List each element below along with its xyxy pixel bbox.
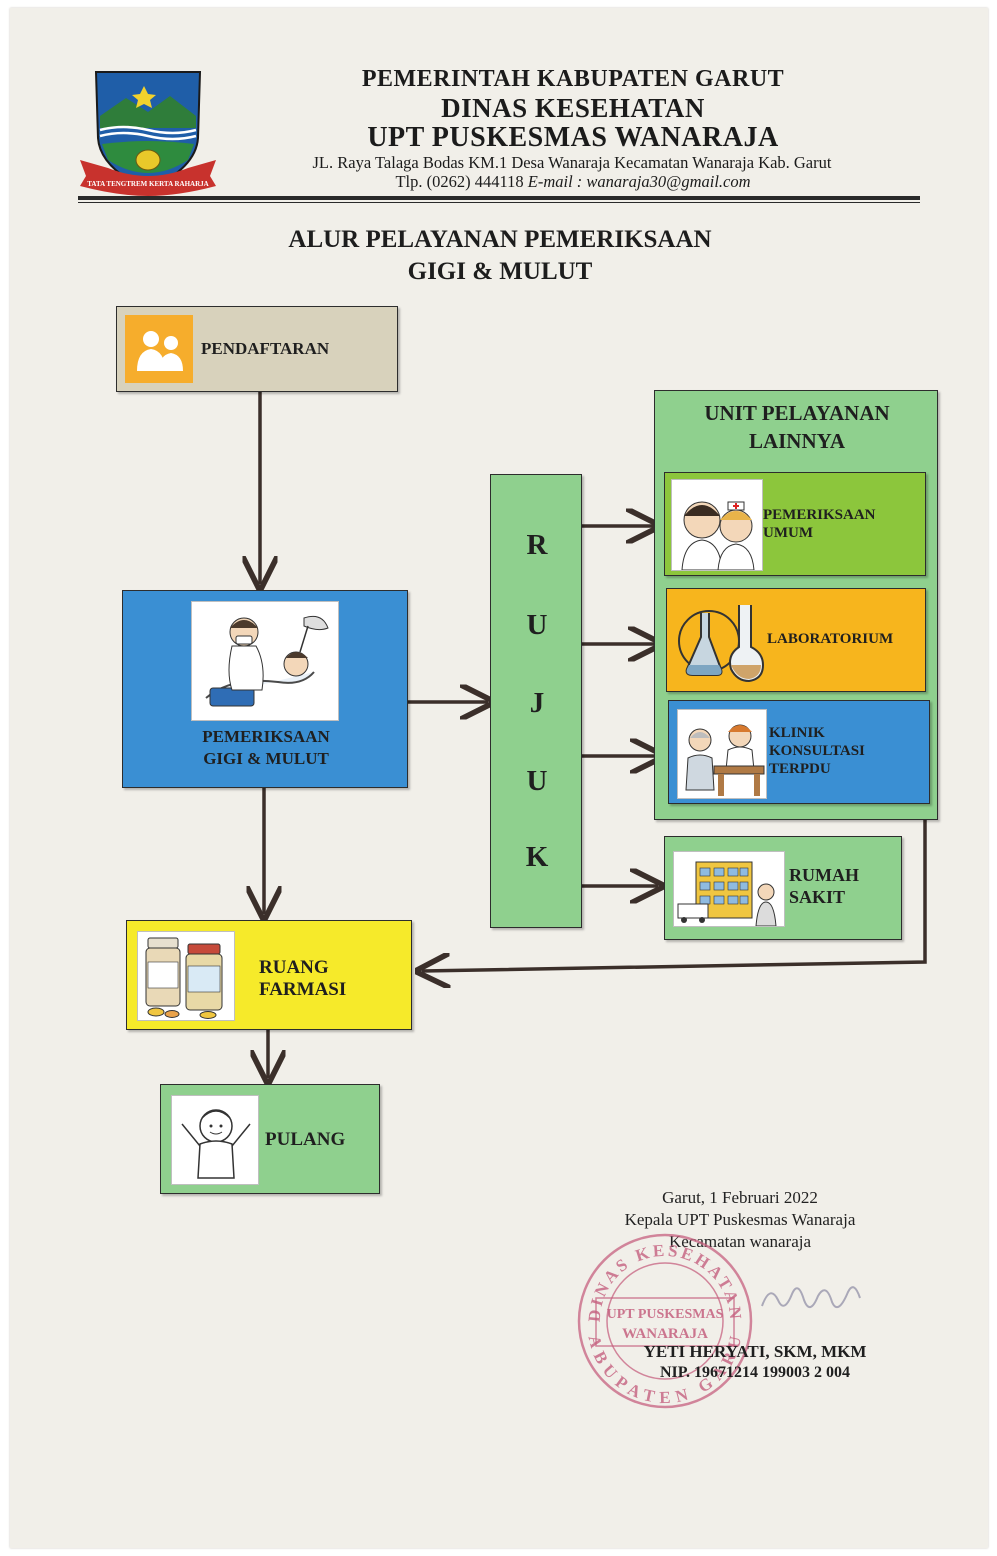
medicine-bottles-illustration [137,931,235,1021]
header-phone: Tlp. (0262) 444118 [395,172,524,191]
ruang-farmasi-label-1: RUANG [259,957,329,978]
node-pemeriksaan-gigi-mulut: PEMERIKSAAN GIGI & MULUT [122,590,408,788]
header-email: wanaraja30@gmail.com [586,172,751,191]
logo-ribbon-text: TATA TENGTREM KERTA RAHARJA [87,180,208,188]
node-laboratorium: LABORATORIUM [666,588,926,692]
arrow-unit-to-farmasi [422,818,927,971]
pemeriksaan-umum-label-2: UMUM [763,525,813,541]
node-pendaftaran: PENDAFTARAN [116,306,398,392]
pemeriksaan-umum-label-1: PEMERIKSAAN [763,507,876,523]
node-klinik-konsultasi: KLINIK KONSULTASI TERPDU [668,700,930,804]
ruang-farmasi-label-2: FARMASI [259,979,347,1000]
signatory-nip: NIP. 19671214 199003 2 004 [659,1364,851,1381]
header-address: JL. Raya Talaga Bodas KM.1 Desa Wanaraja… [312,153,832,172]
node-rujuk: R U J U K [490,474,582,928]
klinik-label-3: TERPDU [769,761,831,777]
header-line-1: PEMERINTAH KABUPATEN GARUT [361,66,785,92]
node-rumah-sakit: RUMAH SAKIT [664,836,902,940]
header-line-3: UPT PUSKESMAS WANARAJA [367,122,779,153]
rujuk-letter-k: K [525,841,549,873]
header-email-label: E-mail : [527,172,583,191]
signature-position-1: Kepala UPT Puskesmas Wanaraja [624,1210,856,1229]
laboratorium-label: LABORATORIUM [767,631,894,647]
kabupaten-garut-logo: TATA TENGTREM KERTA RAHARJA [78,68,218,196]
pemeriksaan-gigi-label-2: GIGI & MULUT [203,749,329,768]
node-ruang-farmasi: RUANG FARMASI [126,920,412,1030]
header-divider-thin [78,202,920,203]
pendaftaran-label: PENDAFTARAN [201,339,330,358]
klinik-label-2: KONSULTASI [769,743,865,759]
diagram-title-line-2: GIGI & MULUT [407,258,593,285]
dentist-patient-illustration [191,601,339,721]
klinik-label-1: KLINIK [769,725,825,741]
pemeriksaan-gigi-label-1: PEMERIKSAAN [202,727,330,746]
header-contact: Tlp. (0262) 444118 E-mail : wanaraja30@g… [238,172,908,192]
handwritten-signature [756,1270,866,1330]
rujuk-letter-r: R [526,529,548,561]
node-pulang: PULANG [160,1084,380,1194]
lab-flask-icon [675,595,767,685]
signatory-name: YETI HERYATI, SKM, MKM [643,1342,867,1361]
rujuk-letter-j: J [529,687,545,719]
doctor-nurse-illustration [671,479,763,571]
registration-icon [125,315,193,383]
consultation-illustration [677,709,767,799]
diagram-title-line-1: ALUR PELAYANAN PEMERIKSAAN [288,226,712,253]
waving-person-illustration [171,1095,259,1185]
pulang-label: PULANG [265,1129,346,1150]
header-line-2: DINAS KESEHATAN [441,93,705,123]
signature-place-date: Garut, 1 Februari 2022 [662,1188,818,1207]
rumah-sakit-label-1: RUMAH [789,865,859,885]
signature-position-2: Kecamatan wanaraja [668,1232,812,1251]
unit-lainnya-label-1: UNIT PELAYANAN [704,401,890,425]
official-stamp: DINAS KESEHATAN KABUPATEN GARUT UPT PUSK… [562,1225,760,1416]
node-pemeriksaan-umum: PEMERIKSAAN UMUM [664,472,926,576]
unit-lainnya-label-2: LAINNYA [748,429,846,453]
rumah-sakit-label-2: SAKIT [789,887,846,907]
hospital-building-illustration [673,851,785,927]
stamp-middle-text-1: UPT PUSKESMAS [607,1307,724,1322]
rujuk-letter-u: U [526,609,548,641]
stamp-middle-text-2: WANARAJA [622,1326,708,1342]
header-divider [78,196,920,200]
rujuk-letter-u2: U [526,765,548,797]
